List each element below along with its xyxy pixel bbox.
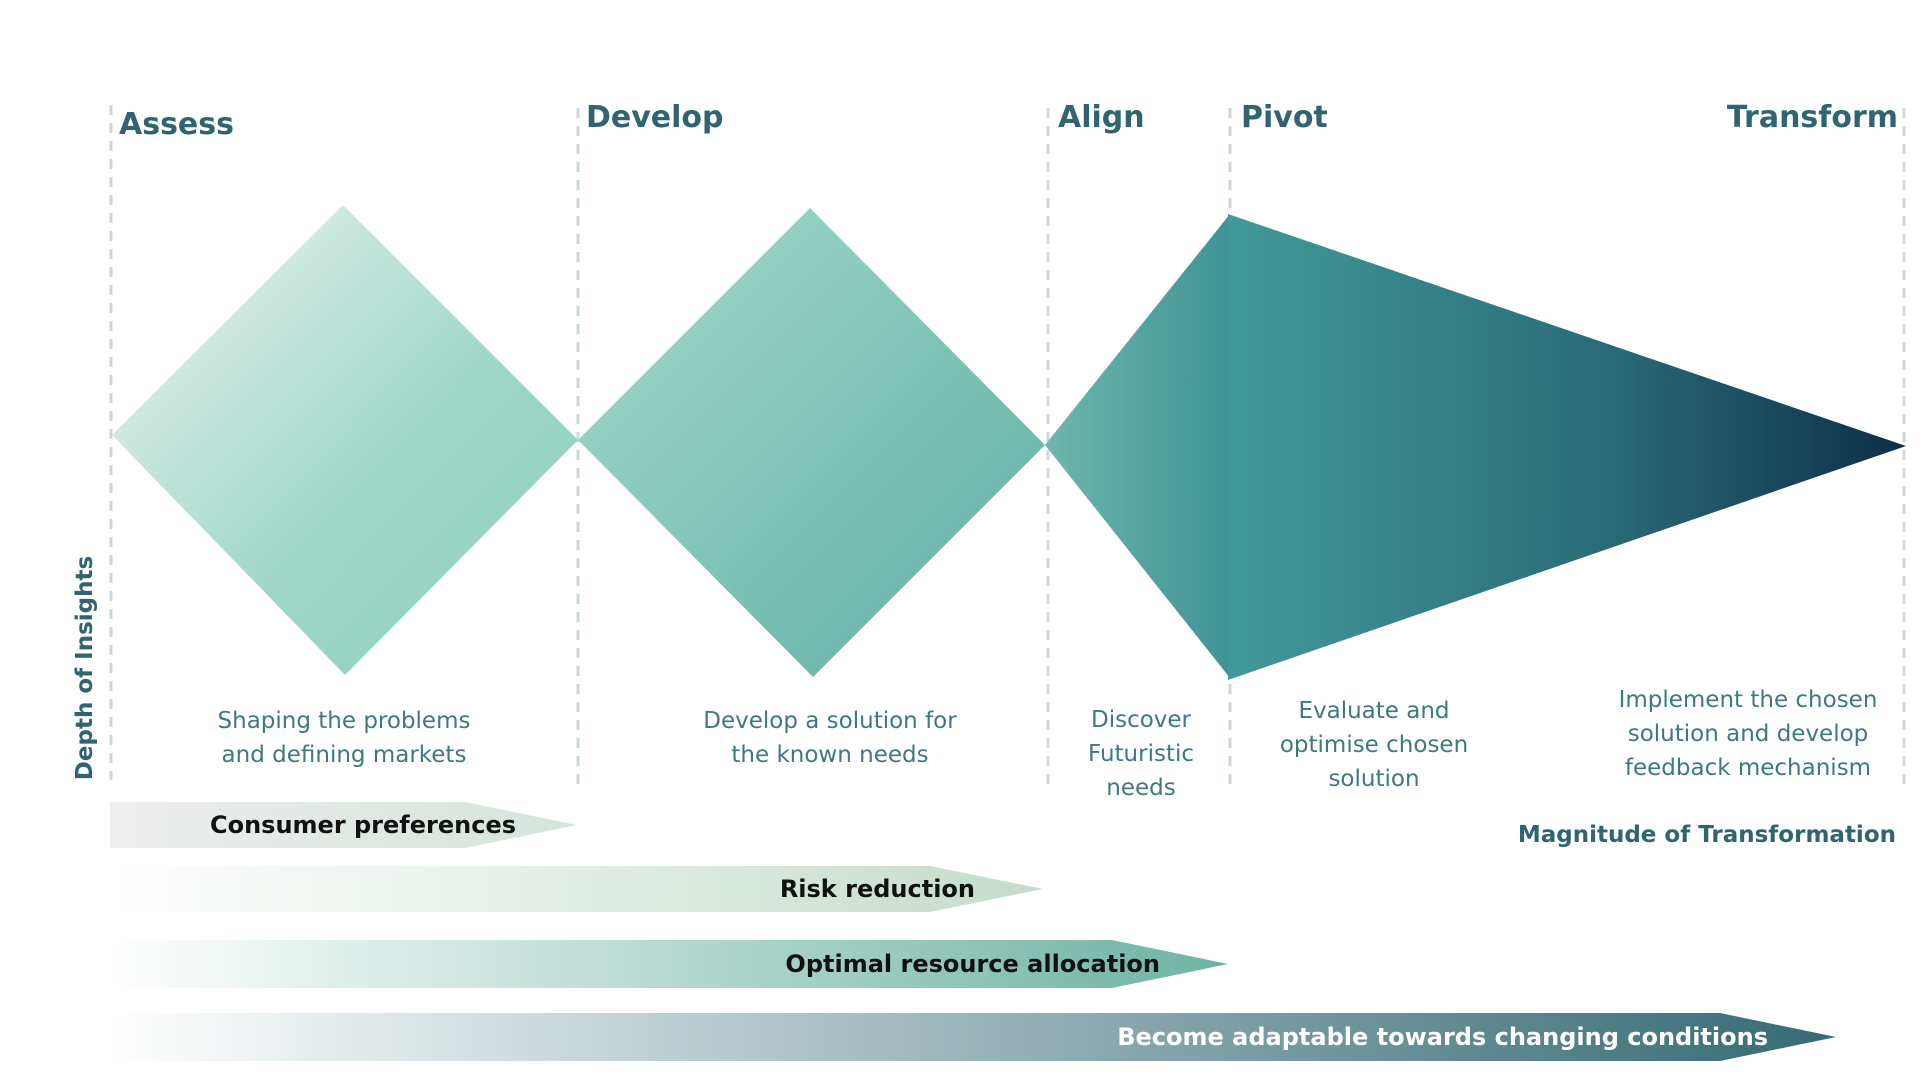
benefit-arrow-label-consumer-preferences: Consumer preferences xyxy=(210,811,516,839)
assess-diamond xyxy=(112,205,578,675)
description-align-line-2: Futuristic xyxy=(1088,741,1194,767)
vertical-axis-label: Depth of Insights xyxy=(72,556,98,780)
description-assess-line-1: Shaping the problems xyxy=(218,708,471,734)
phase-label-assess: Assess xyxy=(119,107,234,142)
description-pivot-line-1: Evaluate and xyxy=(1298,698,1449,724)
description-develop-line-1: Develop a solution for xyxy=(703,708,957,734)
description-pivot-line-3: solution xyxy=(1328,766,1419,792)
phase-label-transform: Transform xyxy=(1727,100,1898,135)
description-transform-line-2: solution and develop xyxy=(1628,721,1869,747)
horizontal-axis-label: Magnitude of Transformation xyxy=(1518,822,1896,848)
description-align-line-1: Discover xyxy=(1091,707,1192,733)
develop-diamond xyxy=(578,208,1045,677)
description-assess-line-2: and defining markets xyxy=(222,742,467,768)
description-align-line-3: needs xyxy=(1106,775,1175,801)
benefit-arrow-label-risk-reduction: Risk reduction xyxy=(780,875,975,903)
description-transform-line-1: Implement the chosen xyxy=(1619,687,1878,713)
benefit-arrow-label-optimal-resource-allocation: Optimal resource allocation xyxy=(785,950,1160,978)
benefit-arrow-label-adaptability: Become adaptable towards changing condit… xyxy=(1117,1023,1768,1051)
transform-wedge xyxy=(1228,214,1906,680)
align-wedge xyxy=(1045,214,1230,678)
benefit-arrow-risk-reduction xyxy=(110,866,1043,912)
description-develop-line-2: the known needs xyxy=(731,742,928,768)
description-transform-line-3: feedback mechanism xyxy=(1625,755,1871,781)
benefit-arrow-adaptability xyxy=(110,1013,1836,1061)
phase-label-develop: Develop xyxy=(586,100,724,135)
description-pivot-line-2: optimise chosen xyxy=(1280,732,1468,758)
benefit-arrow-consumer-preferences xyxy=(110,802,577,848)
phase-label-align: Align xyxy=(1058,100,1145,135)
benefit-arrow-optimal-resource-allocation xyxy=(110,940,1228,988)
phase-label-pivot: Pivot xyxy=(1241,100,1328,135)
